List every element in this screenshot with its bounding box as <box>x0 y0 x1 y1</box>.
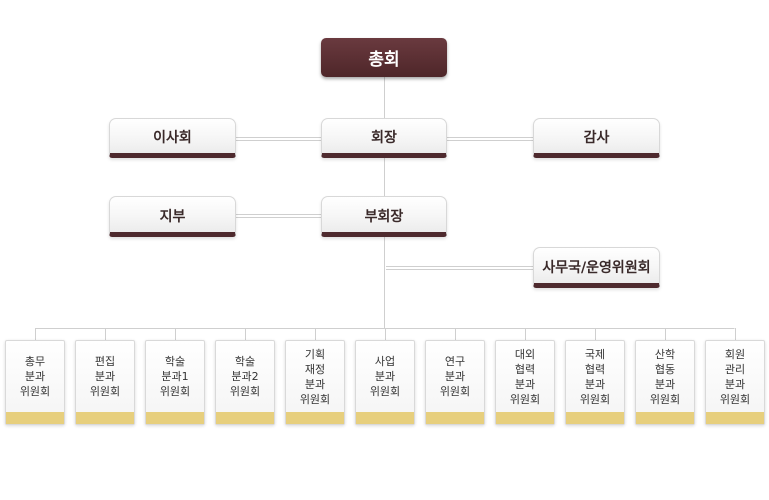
committee-card-academic-2[interactable]: 학술 분과2 위원회 <box>215 340 275 425</box>
committee-accent-bar <box>566 412 624 424</box>
branch-label: 지부 <box>159 208 186 225</box>
committee-label: 사업 분과 위원회 <box>369 355 401 398</box>
general-assembly-label: 총회 <box>368 50 400 70</box>
committee-card-external-cooperation[interactable]: 대외 협력 분과 위원회 <box>495 340 555 425</box>
committee-card-general-affairs[interactable]: 총무 분과 위원회 <box>5 340 65 425</box>
president-label: 회장 <box>371 130 397 146</box>
auditor-label: 감사 <box>583 130 610 146</box>
committee-label: 국제 협력 분과 위원회 <box>579 347 611 406</box>
committee-card-academic-1[interactable]: 학술 분과1 위원회 <box>145 340 205 425</box>
committee-card-research[interactable]: 연구 분과 위원회 <box>425 340 485 425</box>
committee-accent-bar <box>286 412 344 424</box>
general-assembly-box[interactable]: 총회 <box>321 38 447 77</box>
board-box[interactable]: 이사회 <box>109 118 236 158</box>
committee-label: 총무 분과 위원회 <box>19 355 51 398</box>
committee-accent-bar <box>76 412 134 424</box>
secretariat-label: 사무국/운영위원회 <box>542 259 651 276</box>
committee-accent-bar <box>146 412 204 424</box>
branch-box[interactable]: 지부 <box>109 196 236 237</box>
committee-accent-bar <box>426 412 484 424</box>
committee-accent-bar <box>6 412 64 424</box>
committee-label: 회원 관리 분과 위원회 <box>719 347 751 406</box>
president-box[interactable]: 회장 <box>321 118 447 158</box>
committee-label: 학술 분과2 위원회 <box>229 355 261 398</box>
committee-label: 연구 분과 위원회 <box>439 355 471 398</box>
committee-label: 학술 분과1 위원회 <box>159 355 191 398</box>
committee-card-editing[interactable]: 편집 분과 위원회 <box>75 340 135 425</box>
committee-accent-bar <box>356 412 414 424</box>
secretariat-box[interactable]: 사무국/운영위원회 <box>533 247 660 288</box>
committee-card-planning-finance[interactable]: 기획 재정 분과 위원회 <box>285 340 345 425</box>
vice-president-box[interactable]: 부회장 <box>321 196 447 237</box>
committee-card-industry-academia[interactable]: 산학 협동 분과 위원회 <box>635 340 695 425</box>
committee-accent-bar <box>216 412 274 424</box>
committee-label: 편집 분과 위원회 <box>89 355 121 398</box>
auditor-box[interactable]: 감사 <box>533 118 660 158</box>
vice-president-label: 부회장 <box>364 208 404 225</box>
committee-label: 기획 재정 분과 위원회 <box>299 347 331 406</box>
committee-card-membership[interactable]: 회원 관리 분과 위원회 <box>705 340 765 425</box>
committee-accent-bar <box>496 412 554 424</box>
committee-label: 산학 협동 분과 위원회 <box>649 347 681 406</box>
committee-card-business[interactable]: 사업 분과 위원회 <box>355 340 415 425</box>
board-label: 이사회 <box>153 130 192 146</box>
committee-label: 대외 협력 분과 위원회 <box>509 347 541 406</box>
committee-accent-bar <box>636 412 694 424</box>
committee-accent-bar <box>706 412 764 424</box>
committee-card-international-cooperation[interactable]: 국제 협력 분과 위원회 <box>565 340 625 425</box>
